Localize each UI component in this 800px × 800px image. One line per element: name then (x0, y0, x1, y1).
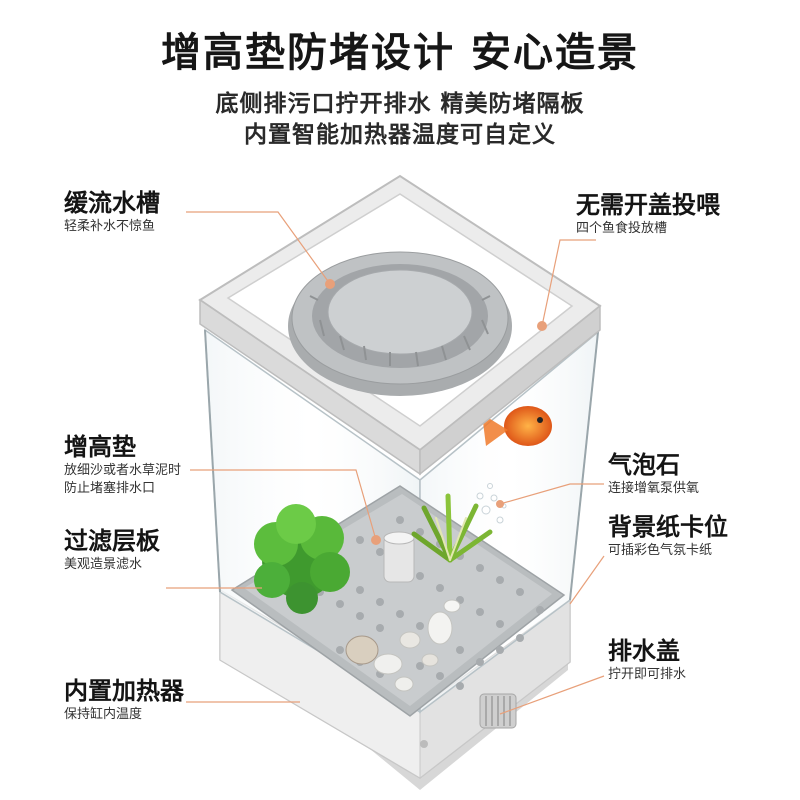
callout-background-slot: 背景纸卡位 可插彩色气氛卡纸 (608, 512, 728, 560)
page-title: 增高垫防堵设计 安心造景 (161, 30, 639, 76)
callout-buffer-trough: 缓流水槽 轻柔补水不惊鱼 (64, 188, 160, 236)
feeding-ring (288, 251, 512, 396)
callout-title: 气泡石 (608, 451, 680, 479)
callout-drain-cap: 排水盖 拧开即可排水 (608, 636, 686, 684)
callout-title: 增高垫 (64, 433, 136, 461)
decor-pebbles (345, 599, 461, 692)
goldfish (482, 406, 552, 446)
callout-desc: 美观造景滤水 (64, 557, 143, 572)
callout-desc: 保持缸内温度 (64, 707, 143, 722)
drain-cap (479, 693, 517, 729)
callout-title: 无需开盖投喂 (576, 191, 720, 219)
callout-desc-line-2: 防止堵塞排水口 (64, 481, 156, 496)
callout-title: 内置加热器 (64, 677, 184, 705)
subtitle-line-2: 内置智能加热器温度可自定义 (244, 122, 556, 148)
callout-air-stone: 气泡石 连接增氧泵供氧 (608, 450, 699, 498)
callout-desc: 连接增氧泵供氧 (608, 481, 700, 496)
callout-filter-plate: 过滤层板 美观造景滤水 (64, 526, 160, 574)
subtitle-line-1: 底侧排污口拧开排水 精美防堵隔板 (215, 91, 585, 117)
air-stone (383, 483, 507, 583)
callout-title: 过滤层板 (64, 527, 160, 555)
callout-desc-line-1: 放细沙或者水草泥时 (64, 463, 182, 478)
spider-plant (411, 493, 493, 563)
callout-desc: 可插彩色气氛卡纸 (608, 543, 713, 558)
callout-heater: 内置加热器 保持缸内温度 (64, 676, 184, 724)
green-plant (254, 504, 350, 614)
callout-desc: 轻柔补水不惊鱼 (64, 219, 156, 234)
callout-lines (166, 211, 605, 715)
callout-desc: 四个鱼食投放槽 (576, 221, 668, 236)
callout-title: 排水盖 (608, 637, 680, 665)
callout-booster-pad: 增高垫 放细沙或者水草泥时 防止堵塞排水口 (64, 432, 181, 498)
callout-dots (325, 279, 547, 545)
callout-feeding: 无需开盖投喂 四个鱼食投放槽 (576, 190, 720, 238)
callout-desc: 拧开即可排水 (608, 667, 687, 682)
callout-title: 背景纸卡位 (608, 513, 728, 541)
callout-title: 缓流水槽 (64, 189, 160, 217)
